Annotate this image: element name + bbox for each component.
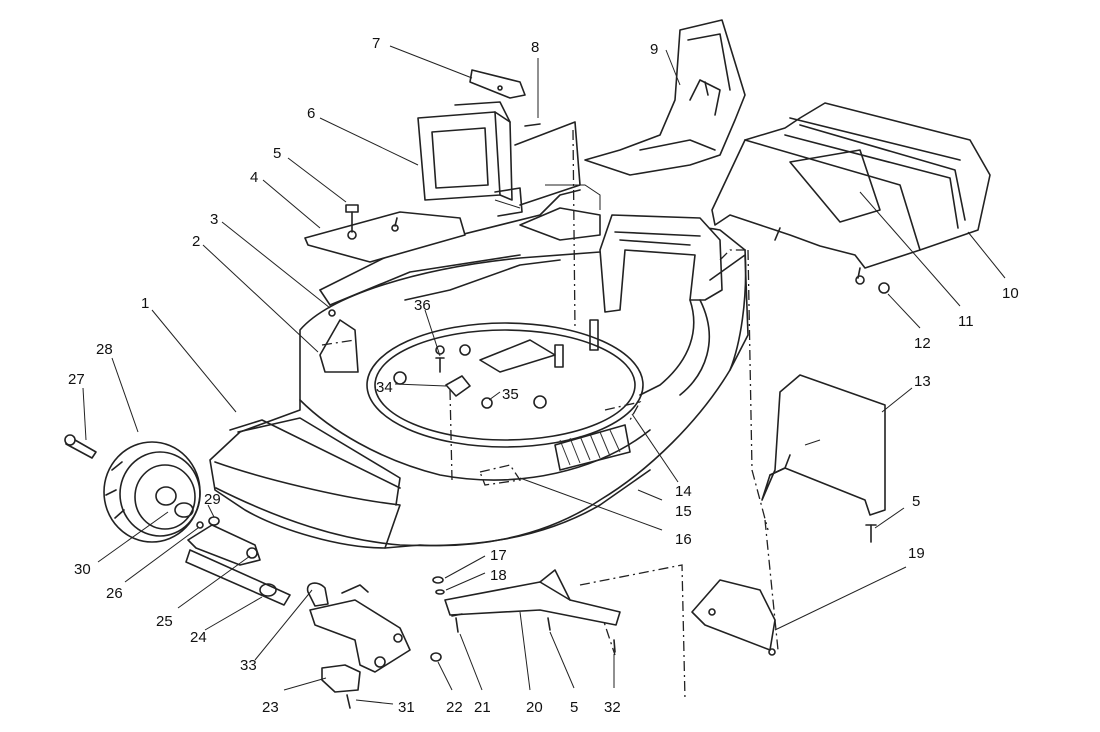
axis-line-blade: [449, 389, 453, 481]
part-7-latch: [469, 69, 526, 99]
callout-35: 35: [502, 386, 519, 403]
callout-33: 33: [240, 657, 257, 674]
callout-23: 23: [262, 699, 279, 716]
axis-line-rear: [719, 249, 748, 261]
callout-5-top: 5: [273, 145, 281, 162]
part-22-nut: [430, 652, 442, 662]
callout-6: 6: [307, 105, 315, 122]
axis-line-chute: [572, 129, 576, 331]
part-8-spring: [524, 123, 541, 127]
part-29-bush: [208, 516, 220, 526]
callout-36: 36: [414, 297, 431, 314]
callout-34: 34: [376, 379, 393, 396]
axis-line-32: [579, 564, 686, 701]
callout-20: 20: [526, 699, 543, 716]
part-4-plate: [304, 211, 466, 263]
callout-22: 22: [446, 699, 463, 716]
callout-labels: 7 8 9 6 5 4 3 2 1 10 11 12 13 14 15 16 5…: [68, 35, 1019, 716]
part-19-bracket: [691, 579, 776, 656]
part-35-bolt: [481, 397, 493, 409]
callout-30: 30: [74, 561, 91, 578]
callout-4: 4: [250, 169, 258, 186]
callout-3: 3: [210, 211, 218, 228]
axis-line-19: [764, 519, 779, 651]
callout-10: 10: [1002, 285, 1019, 302]
part-14-label: [604, 401, 642, 421]
callout-9: 9: [650, 41, 658, 58]
callout-11: 11: [958, 313, 974, 330]
part-12-washer: [878, 282, 890, 294]
part-34-adapter: [445, 375, 471, 397]
part-3-screw: [328, 309, 336, 317]
part-5-bolt-top: [345, 204, 359, 233]
part-5-screw-bottom: [547, 617, 551, 631]
callout-25: 25: [156, 613, 173, 630]
callout-28: 28: [96, 341, 113, 358]
callout-8: 8: [531, 39, 539, 56]
part-26-cap: [196, 521, 204, 529]
part-9-chute: [584, 19, 746, 176]
part-16-label: [479, 464, 522, 486]
callout-16: 16: [675, 531, 692, 548]
part-6-frame: [417, 101, 523, 217]
deck-vents: [554, 424, 631, 471]
part-20-lever: [444, 569, 621, 626]
callout-24: 24: [190, 629, 207, 646]
deck-housing: [209, 184, 749, 549]
part-5-screw-right: [865, 524, 877, 543]
callout-1: 1: [141, 295, 149, 312]
callout-12: 12: [914, 335, 931, 352]
part-31-screw: [346, 694, 351, 709]
callout-29: 29: [204, 491, 221, 508]
callout-7: 7: [372, 35, 380, 52]
callout-13: 13: [914, 373, 931, 390]
callout-17: 17: [490, 547, 507, 564]
part-24-axle: [185, 549, 291, 606]
callout-21: 21: [474, 699, 491, 716]
part-2-bracket: [319, 319, 359, 373]
callout-5-bottom: 5: [570, 699, 578, 716]
part-32-screw: [613, 639, 616, 653]
part-13-rear-flap: [761, 374, 886, 516]
height-adjuster: [309, 599, 411, 673]
part-33-clip: [306, 582, 369, 607]
leader-lines: [82, 45, 1006, 705]
part-17-18-washers: [432, 576, 445, 595]
part-10-bag-cover: [711, 102, 991, 285]
part-28-wheel: [103, 441, 201, 543]
part-27-bolt: [64, 434, 97, 459]
callout-15: 15: [675, 503, 692, 520]
callout-19: 19: [908, 545, 925, 562]
callout-5-right: 5: [912, 493, 920, 510]
callout-32: 32: [604, 699, 621, 716]
part-36-screw: [435, 357, 445, 373]
part-21-screw: [451, 613, 463, 633]
part-23-bracket: [321, 664, 361, 693]
callout-2: 2: [192, 233, 200, 250]
callout-14: 14: [675, 483, 692, 500]
callout-26: 26: [106, 585, 123, 602]
part-30-hub: [155, 486, 194, 518]
axis-line-flap: [747, 249, 769, 531]
callout-31: 31: [398, 699, 415, 716]
callout-18: 18: [490, 567, 507, 584]
callout-27: 27: [68, 371, 85, 388]
